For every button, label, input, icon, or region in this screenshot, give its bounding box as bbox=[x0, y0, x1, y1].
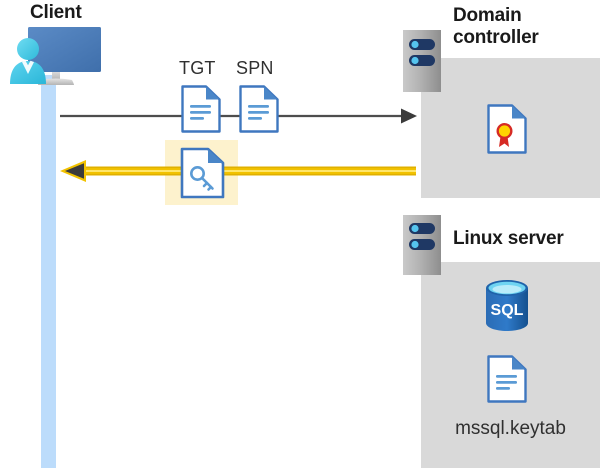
client-title: Client bbox=[30, 2, 82, 23]
linux-server-server-icon bbox=[403, 215, 441, 275]
domain-controller-title: Domain controller bbox=[453, 5, 598, 49]
keytab-file-label: mssql.keytab bbox=[455, 418, 566, 439]
key-document-icon bbox=[180, 147, 225, 199]
response-arrow bbox=[60, 160, 420, 182]
request-arrow bbox=[60, 106, 420, 126]
tgt-label: TGT bbox=[179, 58, 216, 78]
linux-server-title: Linux server bbox=[453, 228, 564, 249]
domain-controller-title-line2: controller bbox=[453, 27, 539, 48]
domain-controller-title-line1: Domain bbox=[453, 5, 522, 26]
keytab-document-icon bbox=[487, 355, 527, 403]
spn-document-icon bbox=[239, 85, 279, 133]
domain-controller-server-icon bbox=[403, 30, 441, 92]
client-lifeline bbox=[41, 75, 56, 468]
sql-label: SQL bbox=[491, 302, 524, 319]
spn-label: SPN bbox=[236, 58, 274, 78]
certificate-document-icon bbox=[487, 104, 527, 154]
tgt-document-icon bbox=[181, 85, 221, 133]
sql-database-icon: SQL bbox=[482, 277, 532, 334]
user-with-monitor-icon bbox=[6, 24, 110, 94]
